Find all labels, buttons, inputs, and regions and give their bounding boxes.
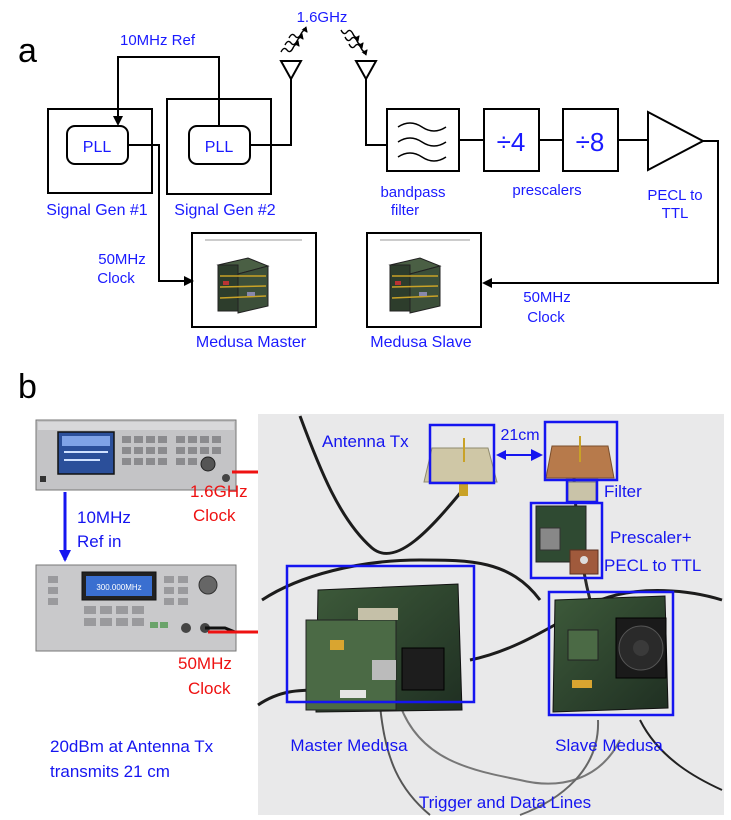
clock-1p6ghz-label-1: 1.6GHz [190, 482, 248, 501]
bandpass-filter-icon [397, 122, 447, 162]
pecl-caption-1: PECL to [647, 187, 702, 204]
clock-left-2: Clock [97, 270, 135, 287]
panel-b: b 10MHz Ref in [18, 368, 724, 816]
master-medusa-box [285, 564, 476, 704]
clock-50mhz-label-2: Clock [188, 679, 231, 698]
clock-50mhz-label-1: 50MHz [178, 654, 232, 673]
pecl-ttl-amplifier-icon [647, 110, 706, 172]
ref-in-label-2: Ref in [77, 532, 121, 551]
slave-medusa-box [547, 590, 675, 717]
signal-gen-1-caption: Signal Gen #1 [46, 202, 148, 219]
setup-photo [257, 414, 724, 816]
medusa-master-image [216, 257, 270, 314]
power-note-line-1: 20dBm at Antenna Tx [50, 737, 214, 756]
prescaler-box [529, 501, 604, 580]
pll1-to-master-line [128, 144, 194, 286]
medusa-slave-box [366, 232, 482, 328]
pll-2-label: PLL [205, 139, 234, 156]
signal-gen-1-box [47, 108, 153, 194]
antenna-tx-label: Antenna Tx [322, 432, 409, 451]
tx-antenna-box [428, 423, 496, 485]
slave-medusa-label: Slave Medusa [555, 736, 663, 755]
ref-10mhz-line [113, 56, 220, 126]
pecl-caption-2: TTL [662, 205, 689, 222]
rx-antenna-icon [354, 60, 378, 82]
power-note-line-2: transmits 21 cm [50, 762, 170, 781]
clock-right-1: 50MHz [523, 289, 571, 306]
clock-left-1: 50MHz [98, 251, 146, 268]
prescaler-label-2: PECL to TTL [604, 556, 701, 575]
medusa-slave-image [388, 257, 442, 314]
filter-label: Filter [604, 482, 642, 501]
medusa-master-caption: Medusa Master [196, 334, 307, 351]
rf-signal-generator-photo [35, 419, 237, 491]
antenna-to-filter-line [365, 79, 387, 146]
function-generator-photo: 300.000MHz [35, 564, 237, 652]
bandpass-filter-box [386, 108, 460, 172]
distance-label: 21cm [500, 427, 539, 444]
freq-1p6ghz-label: 1.6GHz [297, 9, 348, 26]
div8-label: ÷8 [576, 127, 605, 157]
signal-gen-2-caption: Signal Gen #2 [174, 202, 276, 219]
pecl-to-slave-line [482, 140, 719, 288]
fn-gen-screen-text: 300.000MHz [96, 583, 141, 592]
trigger-lines-label: Trigger and Data Lines [419, 793, 591, 812]
tx-wave-icon [280, 26, 308, 53]
tx-antenna-icon [279, 60, 303, 82]
bandpass-caption-2: filter [391, 202, 419, 219]
panel-b-letter: b [18, 368, 37, 406]
panel-a-letter: a [18, 32, 37, 70]
prescalers-caption: prescalers [512, 182, 581, 199]
clock-1p6ghz-label-2: Clock [193, 506, 236, 525]
panel-a: a PLL Signal Gen #1 PLL Signal Gen #2 10… [18, 9, 719, 351]
bandpass-caption-1: bandpass [380, 184, 445, 201]
clock-right-2: Clock [527, 309, 565, 326]
ref-in-label-1: 10MHz [77, 508, 131, 527]
div4-label: ÷4 [497, 127, 526, 157]
rx-wave-icon [340, 29, 368, 56]
master-medusa-label: Master Medusa [290, 736, 408, 755]
pll-1-label: PLL [83, 139, 112, 156]
medusa-slave-caption: Medusa Slave [370, 334, 471, 351]
prescaler-label-1: Prescaler+ [610, 528, 692, 547]
ref-10mhz-label: 10MHz Ref [120, 32, 196, 49]
medusa-master-box [191, 232, 317, 328]
pll2-to-antenna-line [250, 78, 292, 146]
